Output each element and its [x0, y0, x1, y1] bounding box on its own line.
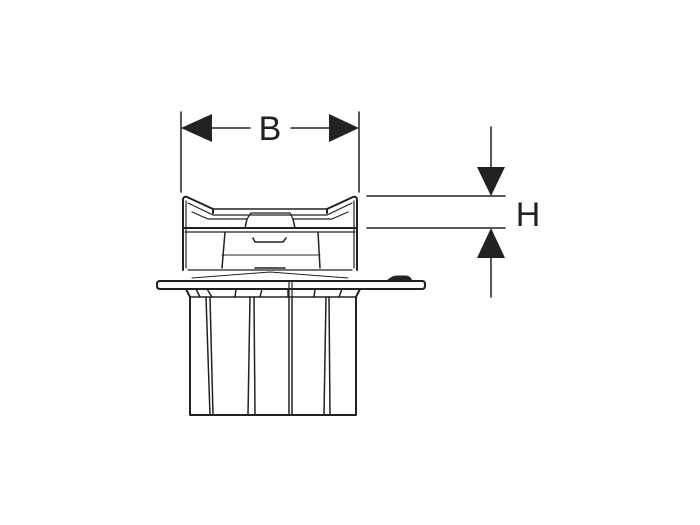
arrow-left-icon	[181, 114, 212, 142]
dimension-label-b: B	[259, 110, 282, 148]
dimension-b	[180, 111, 360, 193]
dimension-label-h: H	[516, 196, 541, 234]
arrow-down-icon	[477, 167, 505, 196]
arrow-right-icon	[329, 114, 359, 142]
arrow-up-icon	[477, 228, 505, 258]
dimension-h	[366, 126, 506, 298]
drain-lower-body	[185, 280, 361, 416]
drain-top-section	[182, 195, 358, 279]
drain-flange	[156, 275, 426, 290]
